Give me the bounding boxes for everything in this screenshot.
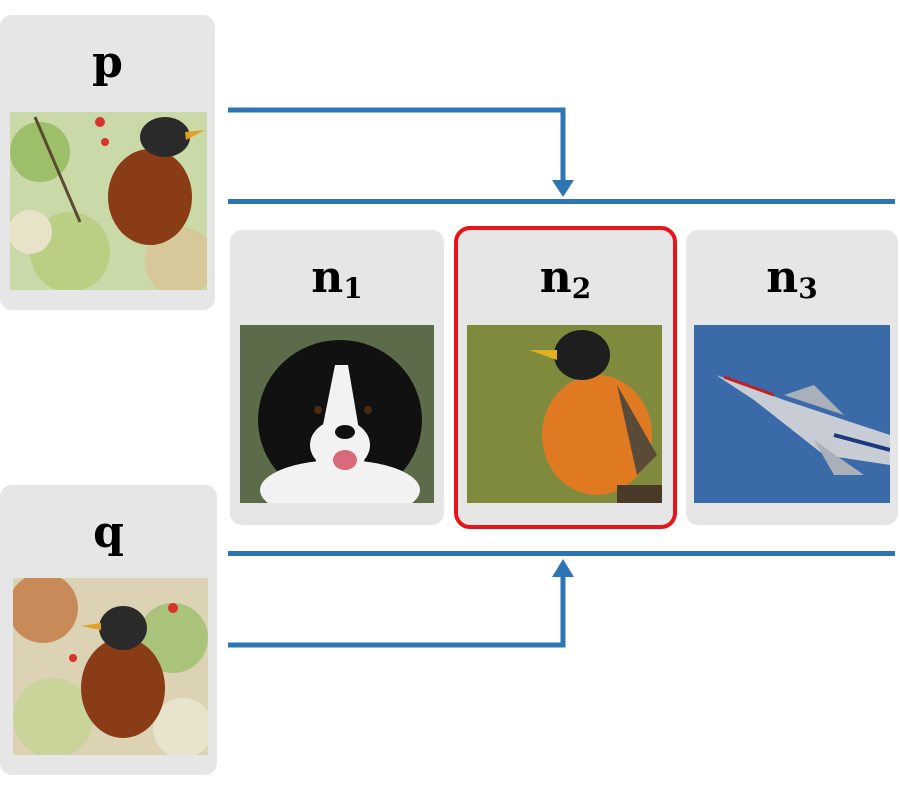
anchor-arrow-icon [228,107,566,182]
query-card-q: q [0,485,217,775]
candidate-card-n1: n1 [230,230,444,525]
dog-image [240,325,434,503]
candidate-label: n1 [230,252,444,305]
candidate-symbol: n [766,252,799,303]
candidate-symbol: n [311,252,344,303]
candidate-symbol: n [539,252,572,303]
top-bar-line [228,199,895,204]
query-arrowhead-icon [552,559,574,577]
robin-image [467,325,662,503]
anchor-card-p: p [0,15,215,310]
anchor-arrowhead-icon [552,180,574,197]
candidate-label: n3 [686,252,898,305]
candidate-card-n2-selected: n2 [454,226,677,529]
bottom-bar-line [228,551,895,556]
candidate-index: 1 [343,272,363,305]
query-label: q [93,507,124,558]
anchor-robin-image [10,112,207,290]
candidate-card-n3: n3 [686,230,898,525]
anchor-label: p [92,37,123,88]
query-arrow-icon [228,575,566,648]
candidate-label: n2 [458,252,673,305]
query-robin-image [13,578,208,755]
candidate-index: 3 [798,272,818,305]
candidate-index: 2 [571,272,592,305]
jet-image [694,325,890,503]
